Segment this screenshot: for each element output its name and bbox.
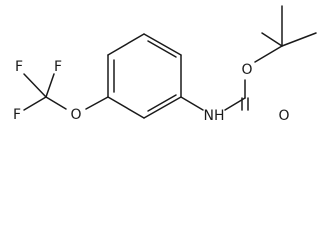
atom-label-fluorine-bottom: F [13, 107, 21, 123]
atom-label-carbonyl-oxygen: O [278, 108, 289, 124]
chemical-structure: F F F O NH O O [13, 5, 317, 124]
atom-label-ester-oxygen: O [241, 62, 252, 78]
ring-bond-bottom-right [143, 96, 182, 119]
atom-label-fluorine-top-right: F [54, 59, 62, 75]
boc-carbamate-group [180, 5, 317, 111]
bond-cf3-to-f-top-left [23, 73, 47, 98]
bond-cf3-to-f-bottom [23, 96, 47, 111]
bond-ring-to-nitrogen [180, 96, 204, 111]
bond-tert-carbon-methyl-right [281, 32, 317, 47]
ring-bond-bottom-left [107, 96, 145, 119]
bond-tert-carbon-methyl-left [261, 32, 283, 47]
benzene-ring [107, 33, 182, 119]
ring-bond-top-left [107, 33, 145, 56]
bond-ether-oxygen-to-cf3 [45, 96, 67, 110]
bond-cf3-to-f-top-right [45, 73, 55, 98]
atom-label-fluorine-top-left: F [15, 59, 23, 75]
bond-ring-to-ether-oxygen [85, 96, 109, 110]
atom-label-nitrogen: NH [204, 108, 225, 124]
bond-ester-oxygen-to-tert-carbon [254, 45, 283, 63]
atom-label-ether-oxygen: O [70, 107, 81, 123]
trifluoromethoxy-group [23, 73, 109, 111]
ring-bond-top [143, 33, 182, 56]
ring-bond-bottom-right-inner [147, 94, 177, 112]
ring-bond-top-inner [147, 40, 177, 58]
